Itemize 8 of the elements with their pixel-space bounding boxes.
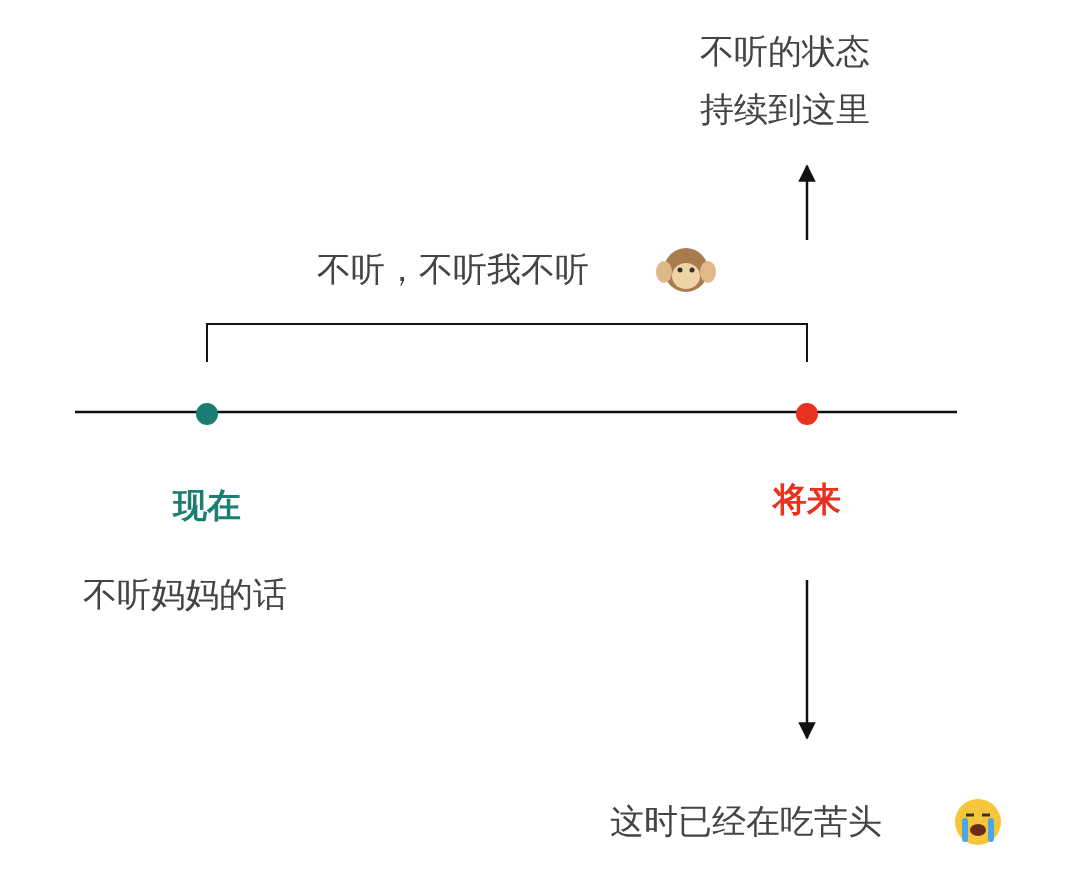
annotation-text: 这时已经在吃苦头	[610, 738, 930, 850]
time-label: 将来	[771, 479, 842, 520]
arrow	[798, 580, 816, 740]
time-label: 现在	[171, 485, 242, 526]
arrow	[798, 164, 816, 240]
annotation-text: 不听妈妈的话	[83, 574, 287, 615]
annotation-text: 不听的状态持续到这里	[700, 22, 880, 166]
bracket-label: 不听，不听我不听	[317, 249, 589, 290]
